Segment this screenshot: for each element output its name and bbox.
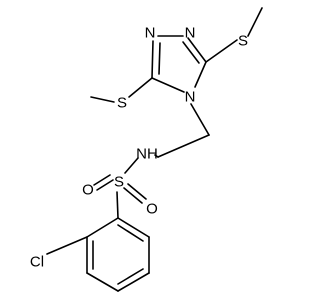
atom-s-sulfonyl: S [114,174,124,191]
bond-n4-c5 [151,77,185,93]
bond-ring-inner-c [117,224,144,242]
atom-nh: NH [136,146,158,163]
molecule-diagram: N N N S S NH S O O Cl [30,7,263,292]
bond-ring-4-5 [117,272,150,292]
bond-s-methyl-left [90,96,115,103]
bond-n4-ch2 [190,103,210,136]
bond-ch2-ch2 [157,134,210,158]
bond-c5-s [128,77,153,98]
structure-svg: N N N S S NH S O O Cl [30,7,263,292]
atom-cl: Cl [30,254,44,271]
bond-n2-c3 [187,37,207,63]
bond-ring-6-1 [117,217,150,238]
atom-s-left: S [117,95,127,112]
bond-c5-n1-double [158,42,161,75]
atom-n-bottom: N [185,89,196,106]
bond-n2-c3-double [182,41,200,64]
bond-s-o-left-double [93,174,111,186]
bond-s-o-right-double [127,183,147,200]
bond-ring-1-2 [86,217,119,238]
bond-ring-inner-b [117,268,144,285]
atom-s-right: S [238,33,248,50]
bond-ch2-nh [154,154,159,158]
bond-s-methyl-right [247,7,263,37]
bond-ring-3-4 [86,272,119,292]
bond-c3-n4 [194,61,207,88]
bond-s-ring [116,191,119,219]
atom-n-top-left: N [145,25,156,42]
atom-n-top-right: N [185,25,196,42]
bond-s-o-right [123,187,143,204]
bond-nh-s [124,157,139,174]
atom-o-left: O [82,182,94,199]
bond-s-o-left [96,179,114,191]
bond-c5-n1 [151,40,154,79]
bond-c3-s [205,39,238,63]
atom-o-right: O [146,201,158,218]
bond-ring-cl [46,236,88,255]
